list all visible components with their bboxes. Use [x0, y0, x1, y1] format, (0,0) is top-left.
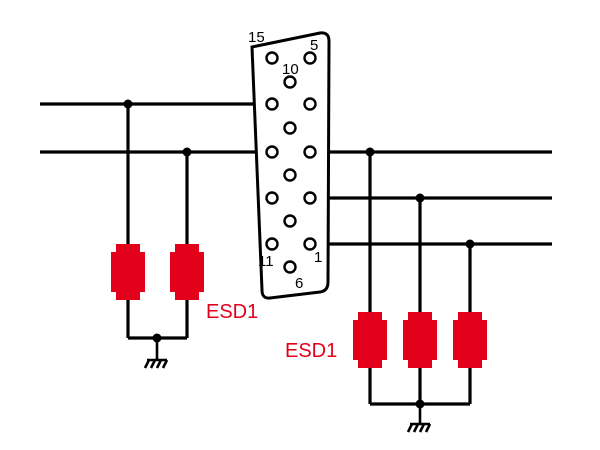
junction-dot	[415, 193, 425, 203]
junction-dot	[465, 239, 475, 249]
esd-diode-right-3	[453, 312, 487, 368]
pin-hole-2	[303, 191, 317, 205]
pin-hole-6	[283, 260, 297, 274]
pin-label-15: 15	[248, 29, 265, 46]
ground-icon	[143, 338, 169, 369]
pin-hole-4	[303, 97, 317, 111]
pin-hole-10	[283, 75, 297, 89]
pin-hole-14	[265, 97, 279, 111]
pin-hole-7	[283, 214, 297, 228]
esd-diode-right-1	[353, 312, 387, 368]
pin-hole-11	[265, 237, 279, 251]
pin-hole-5	[303, 51, 317, 65]
pin-hole-9	[283, 121, 297, 135]
pin-label-11: 11	[258, 253, 274, 270]
junction-dot	[365, 147, 375, 157]
pin-label-6: 6	[295, 275, 303, 292]
junction-dot	[123, 99, 133, 109]
pin-label-10: 10	[282, 61, 299, 78]
pin-label-5: 5	[310, 37, 318, 54]
esd-diode-left-1	[111, 244, 145, 300]
junction-dot	[182, 147, 192, 157]
pin-hole-3	[303, 145, 317, 159]
pin-hole-12	[265, 191, 279, 205]
ground-icon	[406, 404, 432, 433]
esd-diode-right-2	[403, 312, 437, 368]
esd-label-right: ESD1	[285, 340, 337, 362]
pin-hole-1	[303, 237, 317, 251]
pin-hole-15	[265, 51, 279, 65]
esd-label-left: ESD1	[206, 301, 258, 323]
pin-hole-8	[283, 168, 297, 182]
pin-hole-13	[265, 145, 279, 159]
esd-diode-left-2	[170, 244, 204, 300]
pin-label-1: 1	[314, 249, 322, 266]
